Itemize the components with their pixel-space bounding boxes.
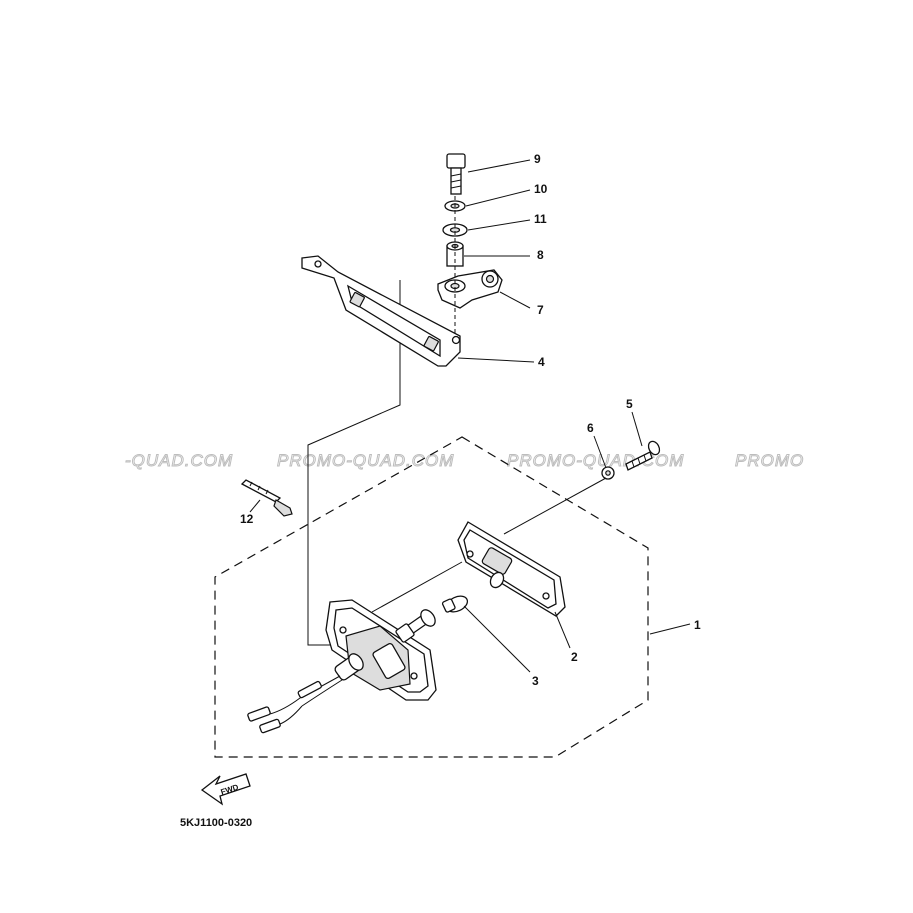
socket-line	[371, 561, 463, 613]
screw-part	[625, 440, 661, 471]
callout-10: 10	[534, 182, 548, 196]
watermark-2: PROMO-QUAD.COM	[277, 451, 454, 470]
callout-3: 3	[532, 674, 539, 688]
watermark-4: PROMO	[735, 451, 804, 470]
callout-7: 7	[537, 303, 544, 317]
bolt-part	[446, 153, 466, 195]
callout-2: 2	[571, 650, 578, 664]
lamp-holder-part	[247, 653, 364, 734]
fwd-arrow-icon: FWD	[200, 773, 251, 806]
callouts: 9 10 11 8 7 4 5 6 1 2 3 12	[240, 152, 701, 688]
watermark-row: -QUAD.COM PROMO-QUAD.COM PROMO-QUAD.COM …	[125, 451, 804, 471]
band-part	[240, 479, 293, 517]
callout-5: 5	[626, 397, 633, 411]
part-code: 5KJ1100-0320	[180, 817, 252, 829]
housing-part	[325, 599, 437, 701]
washer-small-part	[601, 466, 615, 480]
lens-mount-line	[503, 477, 607, 535]
callout-12: 12	[240, 512, 254, 526]
callout-4: 4	[538, 355, 545, 369]
wire-route-line	[307, 280, 401, 646]
leader-lines	[249, 159, 691, 673]
bulb-part	[441, 595, 469, 613]
callout-8: 8	[537, 248, 544, 262]
bracket-part	[301, 255, 461, 367]
callout-9: 9	[534, 152, 541, 166]
callout-11: 11	[534, 212, 547, 226]
socket-part	[395, 609, 436, 643]
callout-6: 6	[587, 421, 594, 435]
watermark-3: PROMO-QUAD.COM	[507, 451, 684, 470]
watermark-1: -QUAD.COM	[125, 451, 233, 470]
stay-part	[437, 269, 503, 309]
assembly-outline	[214, 436, 649, 758]
lens-part	[457, 521, 566, 617]
callout-1: 1	[694, 618, 701, 632]
